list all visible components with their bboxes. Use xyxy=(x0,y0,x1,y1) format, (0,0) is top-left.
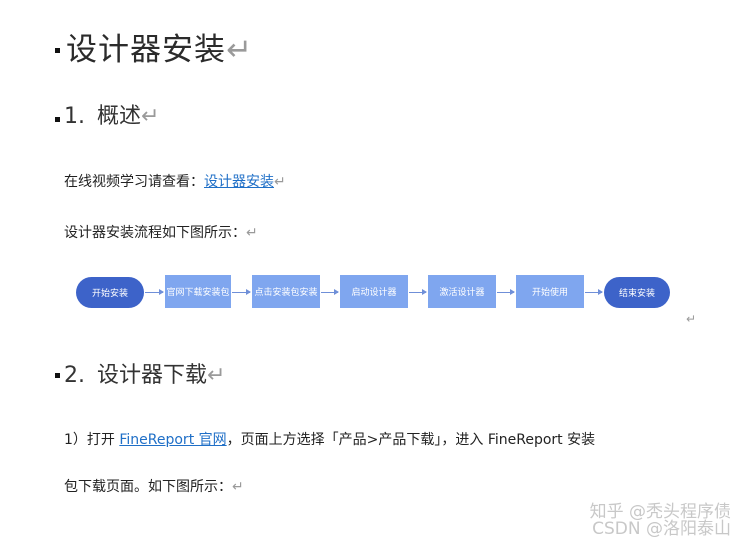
flow-arrow xyxy=(145,289,164,295)
flow-arrow xyxy=(585,289,603,295)
section1-number: 1. xyxy=(64,104,85,129)
page-title-text: 设计器安装 xyxy=(66,32,226,68)
step1-line2-text: 包下载页面。如下图所示： xyxy=(64,479,232,495)
video-prefix: 在线视频学习请查看： xyxy=(64,174,204,190)
flow-arrow xyxy=(497,289,515,295)
flow-intro-paragraph: 设计器安装流程如下图所示：↵ xyxy=(64,222,258,242)
step1-line2: 包下载页面。如下图所示：↵ xyxy=(64,476,244,496)
flow-step-activate: 激活设计器 xyxy=(428,275,496,308)
flow-intro-text: 设计器安装流程如下图所示： xyxy=(64,225,246,241)
flow-step-start: 开始安装 xyxy=(76,277,144,308)
page-title: 设计器安装↵ xyxy=(66,24,253,69)
paragraph-mark-icon: ↵ xyxy=(232,479,244,495)
section1-bullet xyxy=(55,117,60,122)
flow-step-launch: 启动设计器 xyxy=(340,275,408,308)
step1-line1: 1）打开 FineReport 官网，页面上方选择「产品>产品下载」，进入 Fi… xyxy=(64,429,595,449)
step1-prefix: 1）打开 xyxy=(64,432,120,448)
paragraph-mark-icon: ↵ xyxy=(274,174,286,190)
zhihu-watermark: 知乎 @秃头程序债 xyxy=(589,502,731,522)
paragraph-mark-icon: ↵ xyxy=(226,32,253,68)
finereport-site-link[interactable]: FineReport 官网 xyxy=(119,432,227,448)
section2-bullet xyxy=(55,373,60,378)
paragraph-mark-icon: ↵ xyxy=(141,104,160,129)
flow-step-end: 结束安装 xyxy=(604,277,670,308)
section2-heading: 2. 设计器下载↵ xyxy=(64,357,225,389)
video-paragraph: 在线视频学习请查看：设计器安装↵ xyxy=(64,171,286,191)
csdn-watermark: CSDN @洛阳泰山 xyxy=(592,519,731,539)
step1-rest: ，页面上方选择「产品>产品下载」，进入 FineReport 安装 xyxy=(226,432,596,448)
section1-heading-text: 概述 xyxy=(97,104,142,129)
section2-number: 2. xyxy=(64,363,85,388)
flow-step-install: 点击安装包安装 xyxy=(252,275,320,308)
paragraph-mark-icon: ↵ xyxy=(686,312,697,326)
paragraph-mark-icon: ↵ xyxy=(207,363,226,388)
flow-arrow xyxy=(409,289,427,295)
flow-step-use: 开始使用 xyxy=(516,275,584,308)
flow-arrow xyxy=(232,289,251,295)
paragraph-mark-icon: ↵ xyxy=(246,225,258,241)
title-bullet xyxy=(55,48,60,53)
section2-heading-text: 设计器下载 xyxy=(97,363,208,388)
flow-step-download: 官网下载安装包 xyxy=(165,275,231,308)
video-link[interactable]: 设计器安装 xyxy=(204,174,274,190)
flow-arrow xyxy=(321,289,339,295)
section1-heading: 1. 概述↵ xyxy=(64,98,159,130)
